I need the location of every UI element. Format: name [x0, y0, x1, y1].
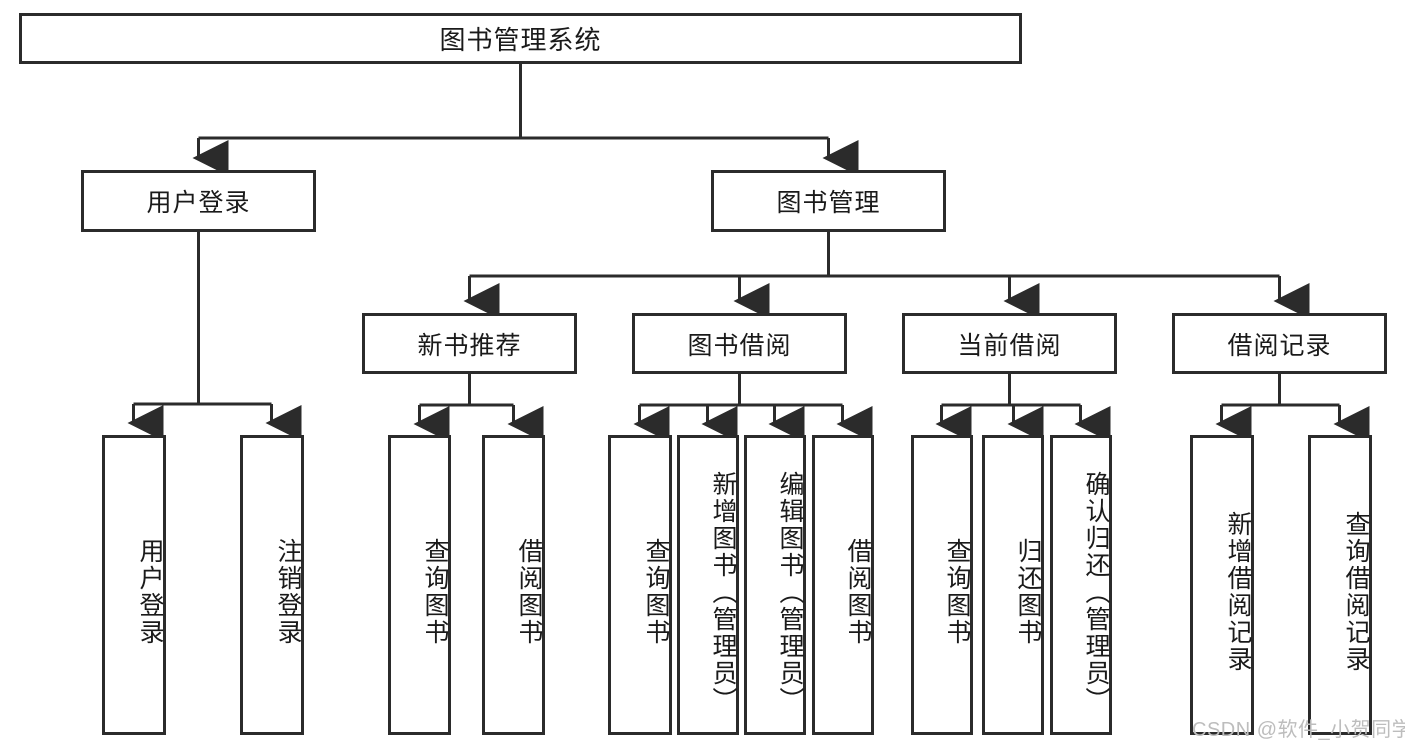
leaf-query-book-borrow[interactable]: 查询图书: [608, 435, 672, 735]
node-current-borrow[interactable]: 当前借阅: [902, 313, 1117, 374]
leaf-user-login[interactable]: 用户登录: [102, 435, 166, 735]
leaf-add-borrow-record[interactable]: 新增借阅记录: [1190, 435, 1254, 735]
leaf-query-book-recommend[interactable]: 查询图书: [388, 435, 451, 735]
leaf-confirm-return-admin[interactable]: 确认归还（管理员）: [1050, 435, 1112, 735]
node-user-login[interactable]: 用户登录: [81, 170, 316, 232]
leaf-return-book[interactable]: 归还图书: [982, 435, 1044, 735]
node-new-book-recommend[interactable]: 新书推荐: [362, 313, 577, 374]
node-borrow-record[interactable]: 借阅记录: [1172, 313, 1387, 374]
node-book-borrow[interactable]: 图书借阅: [632, 313, 847, 374]
leaf-logout-login[interactable]: 注销登录: [240, 435, 304, 735]
leaf-edit-book-admin[interactable]: 编辑图书（管理员）: [744, 435, 806, 735]
leaf-query-borrow-record[interactable]: 查询借阅记录: [1308, 435, 1372, 735]
node-book-management[interactable]: 图书管理: [711, 170, 946, 232]
leaf-add-book-admin[interactable]: 新增图书（管理员）: [677, 435, 739, 735]
leaf-borrow-book[interactable]: 借阅图书: [812, 435, 874, 735]
leaf-borrow-book-recommend[interactable]: 借阅图书: [482, 435, 545, 735]
leaf-query-book-current[interactable]: 查询图书: [911, 435, 973, 735]
csdn-watermark: CSDN @软件_小贺同学: [1192, 719, 1405, 741]
node-root-system[interactable]: 图书管理系统: [19, 13, 1022, 64]
